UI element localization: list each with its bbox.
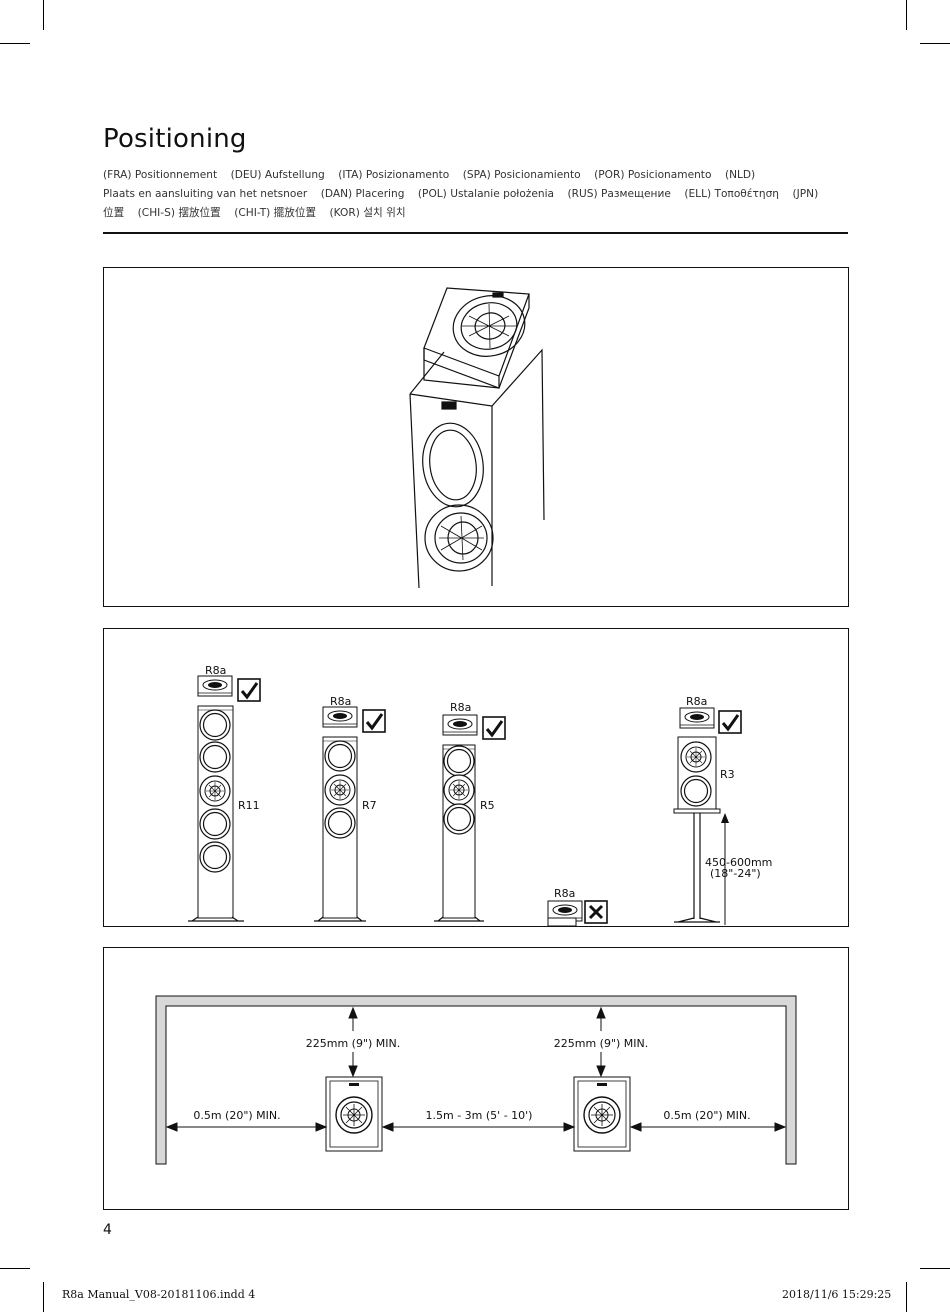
translation-text: 설치 위치 [363,207,406,219]
title-rule [103,232,848,234]
translation-entry: (RUS) Размещение [568,188,671,200]
footer-timestamp: 2018/11/6 15:29:25 [782,1288,892,1301]
r8a-label: R8a [205,664,226,677]
translation-entry: (ELL) Τοποθέτηση [684,188,779,200]
top-clearance-left: 225mm (9") MIN. [306,1037,401,1050]
side-clearance-left: 0.5m (20") MIN. [193,1109,280,1122]
figure-compatibility: R8a R11 R8a R7 R8a [103,628,849,927]
speaker-spacing: 1.5m - 3m (5' - 10') [426,1109,533,1122]
translation-item: (POR) [594,169,625,181]
crop-mark [0,43,30,44]
translation-entry: (POR) Posicionamento [594,169,711,181]
clearance-illustration: 225mm (9") MIN. 225mm (9") MIN. 0.5m (20… [155,995,797,1165]
crop-mark [920,43,950,44]
translation-entry: (FRA) Positionnement [103,169,217,181]
translation-text: Posicionamento [627,169,712,181]
translation-text: Ustalanie położenia [450,188,555,200]
r8a-label: R8a [686,695,707,708]
r8a-on-floor: R8a [547,887,609,926]
translation-item: (POL) [417,188,447,200]
translation-item: (ELL) [684,188,712,200]
translation-item: (DEU) [230,169,262,181]
translation-text: Posicionamiento [494,169,581,181]
translation-item: (NLD) [724,169,756,181]
model-label-r7: R7 [362,799,377,812]
translation-list: (FRA) Positionnement (DEU) Aufstellung (… [103,166,848,223]
footer-file-name: R8a Manual_V08-20181106.indd 4 [62,1288,256,1301]
translation-text: 擺放位置 [273,207,317,219]
translation-text: Τοποθέτηση [714,188,780,200]
translation-item: (CHI-T) [234,207,271,219]
translation-text: Posizionamento [365,169,450,181]
side-clearance-right: 0.5m (20") MIN. [663,1109,750,1122]
translation-item: (CHI-S) [137,207,175,219]
translation-text: Positionnement [134,169,218,181]
translation-text: 位置 [103,207,125,219]
translation-entry: (CHI-S) 摆放位置 [138,207,221,219]
translation-entry: (DAN) Placering [321,188,405,200]
model-label-r11: R11 [238,799,260,812]
translation-item: (DAN) [320,188,353,200]
compatibility-illustration: R8a R11 R8a R7 R8a [188,664,772,926]
translation-item: (FRA) [103,169,132,181]
translation-entry: (JPN) 位置 [103,188,818,219]
speaker-stack-illustration [409,287,545,589]
translation-text: Размещение [601,188,671,200]
translation-item: (RUS) [567,188,598,200]
stand-height-label: 450-600mm [705,856,772,869]
speaker-r11: R8a R11 [188,664,262,922]
r8a-label: R8a [554,887,575,900]
crop-mark [43,0,44,30]
translation-entry: (NLD) Plaats en aansluiting van het nets… [103,169,755,200]
translation-text: Aufstellung [264,169,325,181]
crop-mark [0,1268,30,1269]
translation-text: Plaats en aansluiting van het netsnoer [103,188,308,200]
translation-item: (ITA) [338,169,363,181]
translation-entry: (POL) Ustalanie położenia [418,188,554,200]
crop-mark [906,0,907,30]
speaker-r3: R8a R3 450-600mm (18"-24") [673,695,772,925]
translation-text: Placering [355,188,405,200]
translation-item: (JPN) [792,188,819,200]
crop-mark [920,1268,950,1269]
top-clearance-right: 225mm (9") MIN. [554,1037,649,1050]
r8a-label: R8a [330,695,351,708]
speaker-r7: R8a R7 [314,695,387,922]
crop-mark [43,1282,44,1312]
model-label-r3: R3 [720,768,735,781]
translation-entry: (DEU) Aufstellung [231,169,325,181]
figure-clearance: 225mm (9") MIN. 225mm (9") MIN. 0.5m (20… [103,947,849,1210]
page-number: 4 [103,1222,112,1238]
translation-entry: (SPA) Posicionamiento [463,169,581,181]
translation-entry: (KOR) 설치 위치 [330,207,406,219]
stand-height-imperial: (18"-24") [710,867,761,880]
translation-entry: (CHI-T) 擺放位置 [234,207,316,219]
translation-item: (KOR) [329,207,360,219]
figure-speaker-on-top [103,267,849,607]
page-title: Positioning [103,124,247,154]
translation-entry: (ITA) Posizionamento [338,169,449,181]
speaker-r5: R8a R5 [434,701,507,922]
crop-mark [906,1282,907,1312]
model-label-r5: R5 [480,799,495,812]
translation-item: (SPA) [462,169,491,181]
translation-text: 摆放位置 [178,207,221,219]
r8a-label: R8a [450,701,471,714]
